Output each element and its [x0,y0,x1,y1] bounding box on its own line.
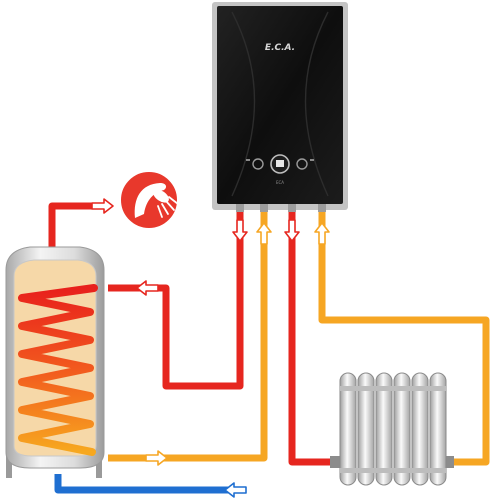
tank-heating-coil [18,284,98,456]
flow-arrow-icon [145,450,168,466]
flow-arrows [91,198,330,498]
flow-arrow-icon [224,482,247,498]
flow-arrow-icon [284,219,300,242]
boiler-brand-logo: E.C.A. [265,43,295,53]
hot-water-outlet-pipe [48,202,108,262]
boiler-control-panel: ECA [246,154,314,185]
shower-icon [119,170,179,230]
flow-arrow-icon [314,222,330,245]
radiator-return-to-boiler-pipe [318,200,490,466]
cold-water-inlet-pipe [54,474,244,494]
boiler-unit: E.C.A. ECA [212,2,348,212]
flow-arrow-icon [91,198,114,214]
radiator [330,372,454,486]
flow-arrow-icon [256,222,272,245]
boiler-flow-to-tank-pipe [108,200,244,390]
boiler-panel-label: ECA [276,180,284,185]
hot-water-tank [5,246,105,478]
temperature-knob-right[interactable] [296,158,308,170]
flow-arrow-icon [232,219,248,242]
boiler-flow-to-radiator-pipe [288,200,338,466]
temperature-knob-left[interactable] [252,158,264,170]
flow-arrow-icon [136,280,159,296]
